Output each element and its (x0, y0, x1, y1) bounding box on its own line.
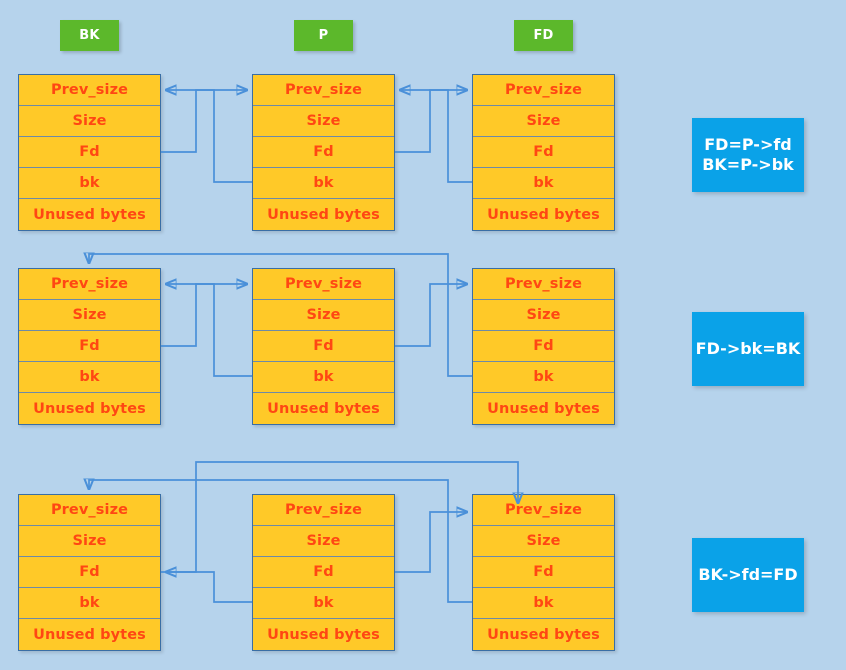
chunk-field-fd: Fd (473, 137, 614, 168)
chunk-row1-fd: Prev_size Size Fd bk Unused bytes (472, 74, 615, 231)
chunk-field-fd: Fd (473, 331, 614, 362)
chunk-field-unused: Unused bytes (473, 393, 614, 424)
chunk-row1-p: Prev_size Size Fd bk Unused bytes (252, 74, 395, 231)
chunk-field-bk: bk (253, 588, 394, 619)
chunk-row1-bk: Prev_size Size Fd bk Unused bytes (18, 74, 161, 231)
chunk-field-fd: Fd (19, 137, 160, 168)
chunk-field-prev-size: Prev_size (19, 495, 160, 526)
chunk-field-unused: Unused bytes (19, 619, 160, 650)
chunk-field-unused: Unused bytes (19, 393, 160, 424)
chunk-field-prev-size: Prev_size (253, 495, 394, 526)
chunk-field-size: Size (473, 526, 614, 557)
chunk-field-bk: bk (19, 362, 160, 393)
column-tag-p: P (294, 20, 353, 51)
note-row2-line-1: FD->bk=BK (695, 338, 801, 358)
chunk-field-prev-size: Prev_size (19, 75, 160, 106)
chunk-field-fd: Fd (19, 557, 160, 588)
chunk-field-fd: Fd (253, 137, 394, 168)
chunk-field-size: Size (253, 526, 394, 557)
chunk-field-bk: bk (473, 168, 614, 199)
chunk-row2-fd: Prev_size Size Fd bk Unused bytes (472, 268, 615, 425)
chunk-field-size: Size (473, 106, 614, 137)
column-tag-p-label: P (318, 28, 329, 43)
chunk-field-prev-size: Prev_size (473, 269, 614, 300)
chunk-row2-bk: Prev_size Size Fd bk Unused bytes (18, 268, 161, 425)
note-row2: FD->bk=BK (692, 312, 804, 386)
chunk-field-size: Size (253, 300, 394, 331)
chunk-field-unused: Unused bytes (473, 619, 614, 650)
column-tag-fd-label: FD (533, 28, 554, 43)
note-row3: BK->fd=FD (692, 538, 804, 612)
chunk-field-fd: Fd (253, 331, 394, 362)
chunk-field-bk: bk (473, 362, 614, 393)
note-row1: FD=P->fd BK=P->bk (692, 118, 804, 192)
chunk-field-fd: Fd (19, 331, 160, 362)
chunk-field-size: Size (473, 300, 614, 331)
chunk-field-prev-size: Prev_size (253, 269, 394, 300)
chunk-field-size: Size (19, 526, 160, 557)
column-tag-fd: FD (514, 20, 573, 51)
chunk-field-bk: bk (253, 362, 394, 393)
chunk-field-unused: Unused bytes (253, 393, 394, 424)
chunk-field-fd: Fd (473, 557, 614, 588)
note-row3-line-1: BK->fd=FD (698, 564, 798, 584)
chunk-field-bk: bk (19, 588, 160, 619)
chunk-field-size: Size (19, 106, 160, 137)
chunk-field-unused: Unused bytes (253, 199, 394, 230)
chunk-field-bk: bk (473, 588, 614, 619)
chunk-field-unused: Unused bytes (473, 199, 614, 230)
column-tag-bk: BK (60, 20, 119, 51)
chunk-field-fd: Fd (253, 557, 394, 588)
chunk-row3-p: Prev_size Size Fd bk Unused bytes (252, 494, 395, 651)
column-tag-bk-label: BK (79, 28, 100, 43)
note-row1-line-2: BK=P->bk (702, 155, 794, 174)
note-row1-line-1: FD=P->fd (704, 134, 792, 154)
chunk-row2-p: Prev_size Size Fd bk Unused bytes (252, 268, 395, 425)
chunk-field-prev-size: Prev_size (253, 75, 394, 106)
chunk-field-unused: Unused bytes (253, 619, 394, 650)
chunk-field-prev-size: Prev_size (19, 269, 160, 300)
chunk-field-bk: bk (253, 168, 394, 199)
chunk-field-bk: bk (19, 168, 160, 199)
chunk-field-prev-size: Prev_size (473, 75, 614, 106)
chunk-field-size: Size (19, 300, 160, 331)
chunk-row3-bk: Prev_size Size Fd bk Unused bytes (18, 494, 161, 651)
chunk-row3-fd: Prev_size Size Fd bk Unused bytes (472, 494, 615, 651)
chunk-field-unused: Unused bytes (19, 199, 160, 230)
chunk-field-size: Size (253, 106, 394, 137)
chunk-field-prev-size: Prev_size (473, 495, 614, 526)
